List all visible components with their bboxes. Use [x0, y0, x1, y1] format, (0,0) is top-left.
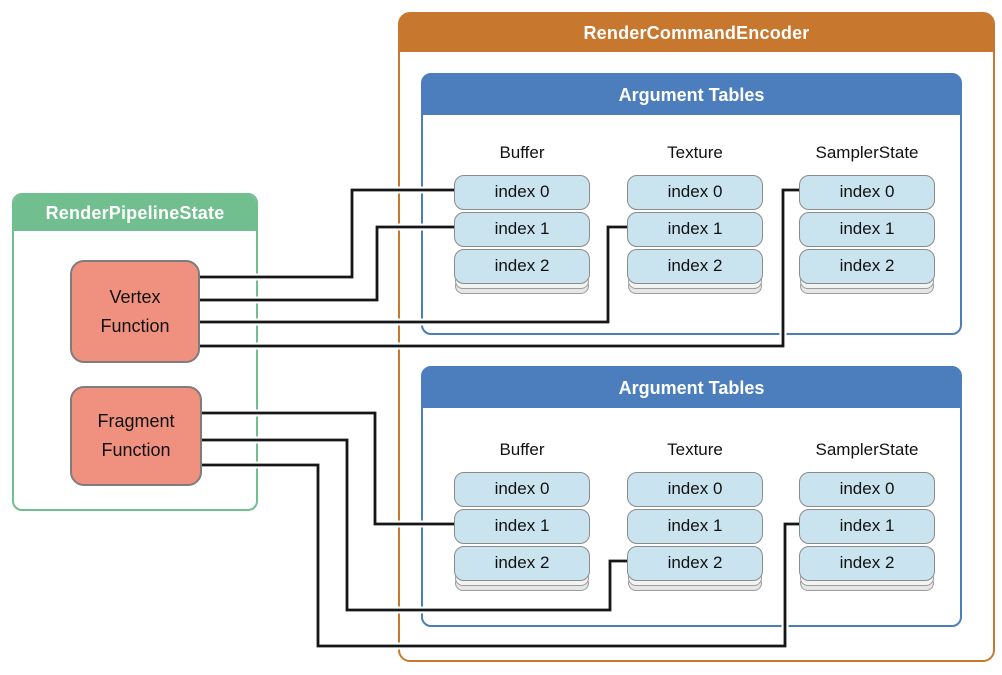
slot: index 2	[454, 249, 590, 284]
slot-stack: index 0 index 1 index 2	[799, 175, 935, 294]
render-pipeline-state-header: RenderPipelineState	[14, 195, 256, 231]
argument-table-1-title: Argument Tables	[618, 84, 765, 105]
slot: index 1	[627, 212, 763, 247]
vertex-function-box: Vertex Function	[70, 260, 200, 363]
argument-table-2: Argument Tables Buffer index 0 index 1 i…	[421, 366, 962, 627]
slot: index 2	[799, 249, 935, 284]
slot-stack: index 0 index 1 index 2	[799, 472, 935, 591]
slot: index 1	[454, 509, 590, 544]
slot-stack: index 0 index 1 index 2	[627, 175, 763, 294]
column-header: SamplerState	[815, 440, 919, 459]
fragment-function-label: Fragment Function	[97, 411, 175, 460]
column-header: Texture	[667, 143, 723, 162]
render-pipeline-state-title: RenderPipelineState	[45, 202, 225, 223]
slot: index 1	[799, 509, 935, 544]
slot: index 2	[454, 546, 590, 581]
argument-table-2-title: Argument Tables	[618, 377, 765, 398]
column-header: Buffer	[499, 143, 545, 162]
slot: index 1	[799, 212, 935, 247]
argument-table-1-header: Argument Tables	[423, 75, 960, 115]
column-header: Buffer	[499, 440, 545, 459]
render-command-encoder-header: RenderCommandEncoder	[400, 14, 993, 52]
render-command-encoder-title: RenderCommandEncoder	[583, 22, 810, 43]
slot: index 2	[799, 546, 935, 581]
slot-stack: index 0 index 1 index 2	[454, 472, 590, 591]
slot: index 2	[627, 249, 763, 284]
column-header: Texture	[667, 440, 723, 459]
slot: index 1	[454, 212, 590, 247]
column-samplerstate: SamplerState index 0 index 1 index 2	[799, 141, 935, 294]
column-samplerstate: SamplerState index 0 index 1 index 2	[799, 438, 935, 591]
column-buffer: Buffer index 0 index 1 index 2	[454, 438, 590, 591]
argument-table-2-header: Argument Tables	[423, 368, 960, 408]
fragment-function-box: Fragment Function	[70, 386, 202, 486]
slot: index 0	[799, 472, 935, 507]
column-buffer: Buffer index 0 index 1 index 2	[454, 141, 590, 294]
slot-stack: index 0 index 1 index 2	[454, 175, 590, 294]
argument-table-1: Argument Tables Buffer index 0 index 1 i…	[421, 73, 962, 335]
column-header: SamplerState	[815, 143, 919, 162]
column-texture: Texture index 0 index 1 index 2	[627, 141, 763, 294]
slot: index 2	[627, 546, 763, 581]
slot: index 0	[799, 175, 935, 210]
slot-stack: index 0 index 1 index 2	[627, 472, 763, 591]
slot: index 1	[627, 509, 763, 544]
vertex-function-label: Vertex Function	[100, 286, 170, 336]
slot: index 0	[627, 175, 763, 210]
column-texture: Texture index 0 index 1 index 2	[627, 438, 763, 591]
slot: index 0	[627, 472, 763, 507]
slot: index 0	[454, 175, 590, 210]
slot: index 0	[454, 472, 590, 507]
